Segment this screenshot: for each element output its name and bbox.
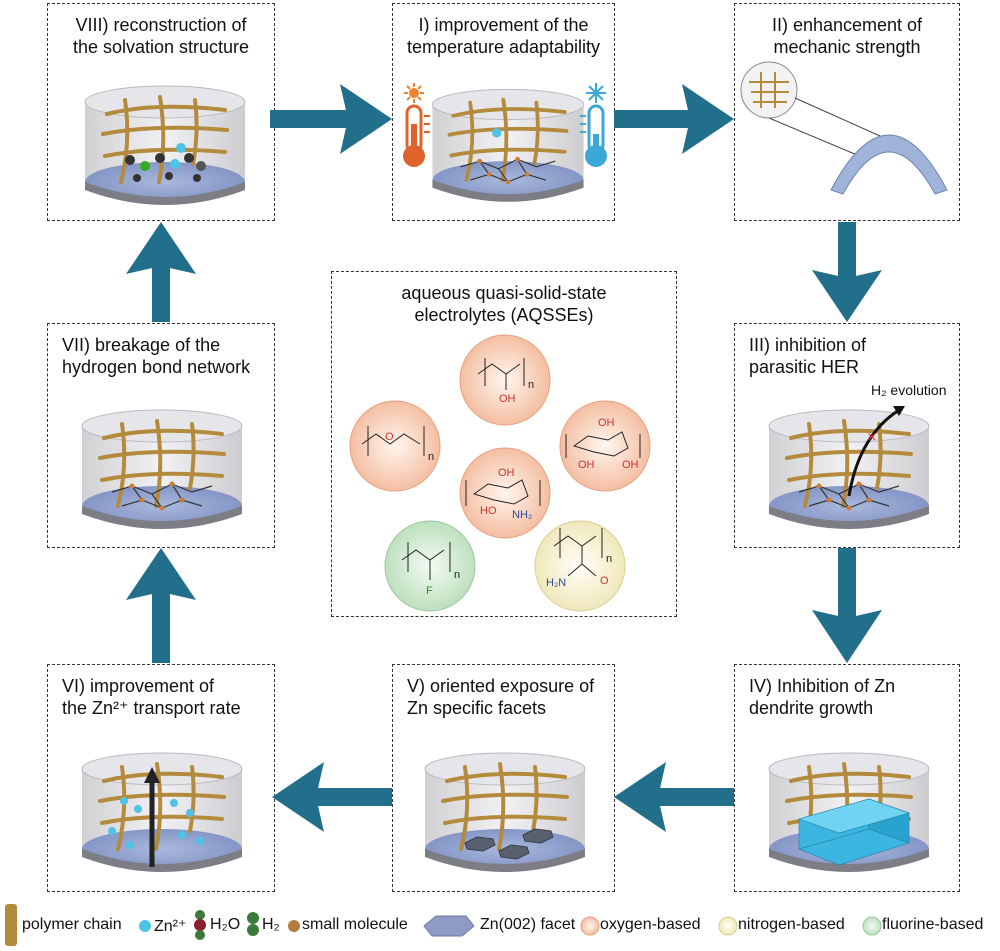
- dish-illustration: ×: [768, 406, 930, 530]
- h2o-icon: [194, 910, 206, 940]
- f-label: F: [426, 585, 433, 597]
- svg-text:n: n: [528, 379, 534, 391]
- legend-nitrogen: nitrogen-based: [738, 916, 845, 933]
- legend-facet: Zn(002) facet: [480, 916, 576, 933]
- dish-illustration: [768, 752, 930, 873]
- nh2-label: NH₂: [512, 509, 532, 521]
- panel-solvation: VIII) reconstruction of the solvation st…: [47, 3, 275, 221]
- svg-text:OH: OH: [622, 459, 639, 471]
- facet-icon: [423, 915, 475, 937]
- svg-text:O: O: [385, 431, 394, 443]
- legend-oxygen: oxygen-based: [600, 916, 701, 933]
- panel-hbond: VII) breakage of the hydrogen bond netwo…: [47, 323, 275, 548]
- arrow-viii-to-i: [270, 84, 392, 154]
- legend-fluorine: fluorine-based: [882, 916, 984, 933]
- snowflake-icon: [586, 83, 606, 103]
- arrow-iii-to-iv: [812, 548, 882, 663]
- panel-transport: VI) improvement of the Zn²⁺ transport ra…: [47, 664, 275, 892]
- panel-her: III) inhibition of parasitic HER H₂ evol…: [734, 323, 960, 548]
- panel-temperature: I) improvement of the temperature adapta…: [392, 3, 615, 221]
- panel-title: II) enhancement of mechanic strength: [771, 15, 923, 57]
- nitrogen-circle-icon: [718, 916, 738, 936]
- svg-text:OH: OH: [498, 467, 515, 479]
- svg-text:O: O: [600, 575, 609, 587]
- arrow-ii-to-iii: [812, 222, 882, 322]
- oh-label: OH: [499, 393, 516, 405]
- legend: polymer chain Zn²⁺ H₂O H₂ small molecule…: [0, 900, 1000, 951]
- panel-title: III) inhibition of parasitic HER: [749, 335, 867, 377]
- panel-dendrite: IV) Inhibition of Zn dendrite growth: [734, 664, 960, 892]
- panel-title: VIII) reconstruction of the solvation st…: [72, 15, 250, 57]
- h2-icon: [247, 912, 259, 936]
- panel-title: I) improvement of the temperature adapta…: [406, 15, 601, 57]
- oxygen-circle-icon: [580, 916, 600, 936]
- arrow-v-to-vi: [272, 762, 392, 832]
- svg-text:n: n: [454, 569, 460, 581]
- zn-ion-icon: [139, 920, 151, 932]
- legend-small-molecule: small molecule: [302, 916, 408, 933]
- hot-thermometer-icon: [403, 104, 430, 167]
- small-molecule-icon: [288, 920, 300, 932]
- solvated-clusters: [125, 143, 206, 182]
- dish-illustration: [431, 88, 585, 203]
- arrow-vi-to-vii: [126, 548, 196, 663]
- polymer-circles: OH n O n OH OH OH OH HO NH₂: [349, 334, 651, 612]
- panel-title: VII) breakage of the hydrogen bond netwo…: [62, 335, 251, 377]
- svg-text:n: n: [428, 451, 434, 463]
- svg-text:OH: OH: [578, 459, 595, 471]
- panel-title: VI) improvement of the Zn²⁺ transport ra…: [62, 676, 241, 718]
- svg-text:×: ×: [867, 429, 876, 446]
- legend-polymer: polymer chain: [22, 916, 122, 933]
- legend-h2o: H₂O: [210, 916, 241, 933]
- svg-text:OH: OH: [598, 417, 615, 429]
- fluorine-circle-icon: [862, 916, 882, 936]
- h2n-label: H₂N: [546, 577, 566, 589]
- arrow-iv-to-v: [614, 762, 734, 832]
- cold-thermometer-icon: [580, 104, 607, 167]
- polymer-chain-icon: [5, 904, 17, 946]
- panel-aqsses: aqueous quasi-solid-state electrolytes (…: [331, 271, 677, 617]
- legend-h2: H₂: [262, 916, 280, 933]
- center-title: aqueous quasi-solid-state electrolytes (…: [401, 283, 607, 325]
- dish-illustration: [84, 85, 246, 206]
- svg-text:n: n: [606, 553, 612, 565]
- panel-mechanic: II) enhancement of mechanic strength: [734, 3, 960, 221]
- dish-illustration: [424, 752, 586, 873]
- legend-zn: Zn²⁺: [154, 918, 187, 935]
- panel-facets: V) oriented exposure of Zn specific face…: [392, 664, 615, 892]
- svg-text:HO: HO: [480, 505, 497, 517]
- sun-icon: [404, 83, 424, 103]
- panel-title: V) oriented exposure of Zn specific face…: [407, 676, 595, 718]
- dish-illustration: [81, 409, 243, 530]
- bent-film-illustration: [740, 61, 948, 195]
- dish-illustration: [81, 752, 243, 873]
- arrow-vii-to-viii: [126, 222, 196, 322]
- arrow-i-to-ii: [614, 84, 734, 154]
- panel-title: IV) Inhibition of Zn dendrite growth: [749, 676, 896, 718]
- h2-evolution-label: H₂ evolution: [871, 382, 947, 398]
